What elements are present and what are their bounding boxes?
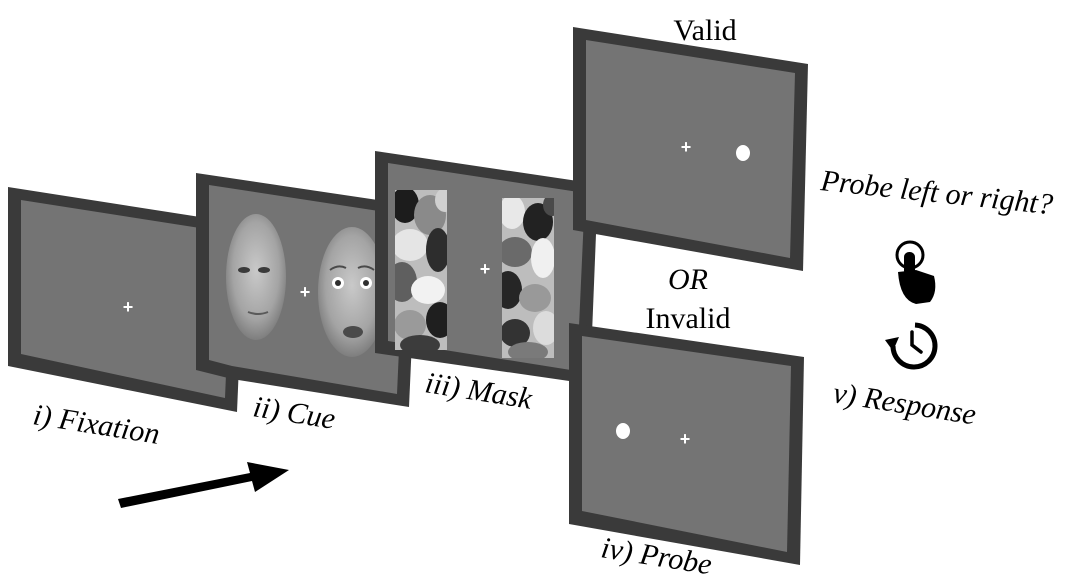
cue-label: ii) Cue — [251, 390, 338, 435]
face-right-fearful — [318, 227, 386, 357]
valid-probe-screen: + — [573, 27, 808, 271]
or-label: OR — [668, 263, 708, 296]
mask-pattern-right — [502, 198, 554, 358]
invalid-heading: Invalid — [646, 302, 731, 335]
mask-pattern-left — [395, 190, 447, 350]
timer-icon — [885, 322, 938, 370]
touch-icon — [895, 240, 936, 304]
invalid-probe-dot — [616, 423, 630, 439]
invalid-probe-screen: + — [569, 323, 804, 565]
fixation-label: i) Fixation — [31, 398, 162, 451]
response-label: v) Response — [831, 376, 979, 431]
cue-screen: + — [196, 173, 418, 407]
mask-screen: + — [375, 151, 598, 384]
fixation-cross: + — [123, 297, 134, 317]
response-question: Probe left or right? — [818, 164, 1054, 221]
valid-fixation-cross: + — [681, 137, 692, 157]
valid-probe-dot — [736, 145, 750, 161]
mask-fixation-cross: + — [480, 259, 491, 279]
valid-heading: Valid — [673, 14, 736, 47]
time-arrow — [118, 462, 289, 508]
invalid-fixation-cross: + — [680, 429, 691, 449]
face-left — [226, 214, 286, 340]
cue-fixation-cross: + — [300, 282, 311, 302]
fixation-screen: + — [8, 187, 245, 412]
mask-label: iii) Mask — [423, 366, 535, 416]
